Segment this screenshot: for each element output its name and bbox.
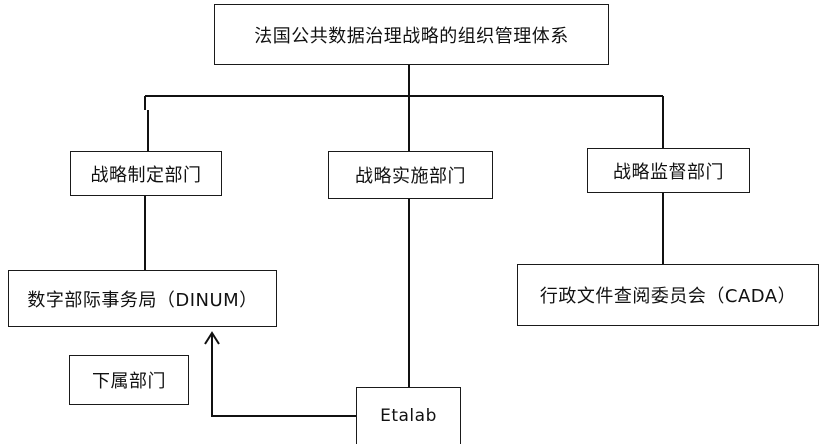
cada-label: 行政文件查阅委员会（CADA） <box>539 286 797 307</box>
etalab-label: Etalab <box>380 406 437 426</box>
root-node-label: 法国公共数据治理战略的组织管理体系 <box>254 25 569 47</box>
subordinate-arrow-head <box>204 331 220 345</box>
cada-node: 行政文件查阅委员会（CADA） <box>517 264 819 326</box>
etalab-node: Etalab <box>356 387 461 444</box>
subordinate-label: 下属部门 <box>92 371 166 392</box>
strategy-supervision-label: 战略监督部门 <box>613 161 724 183</box>
strategy-formulation-node: 战略制定部门 <box>70 151 222 196</box>
subordinate-node: 下属部门 <box>69 355 189 405</box>
strategy-implementation-label: 战略实施部门 <box>355 166 466 187</box>
strategy-supervision-node: 战略监督部门 <box>587 148 750 193</box>
subordinate-arrow-line <box>211 333 356 417</box>
strategy-implementation-node: 战略实施部门 <box>328 151 493 199</box>
dinum-node: 数字部际事务局（DINUM） <box>8 270 277 327</box>
dinum-label: 数字部际事务局（DINUM） <box>27 289 258 311</box>
strategy-formulation-label: 战略制定部门 <box>90 164 202 186</box>
root-node: 法国公共数据治理战略的组织管理体系 <box>214 4 609 65</box>
